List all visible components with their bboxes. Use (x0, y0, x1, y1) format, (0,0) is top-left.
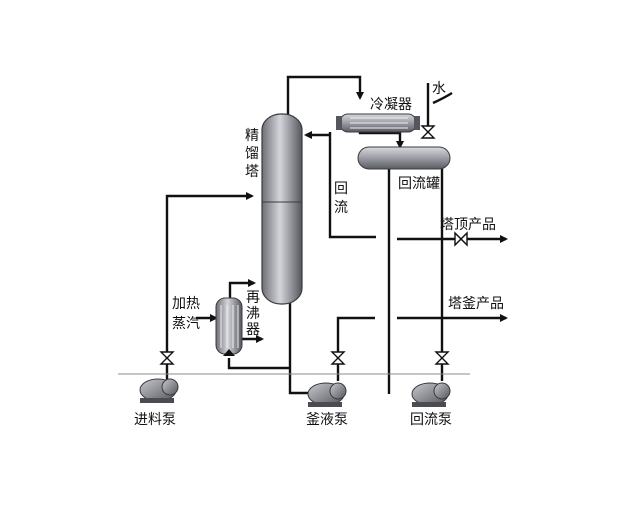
reflux-drum (357, 146, 451, 170)
reflux-label-2: 流 (334, 200, 348, 216)
top-product-label: 塔顶产品 (440, 217, 496, 233)
feed-valve[interactable] (159, 351, 175, 365)
reboiler-return-line (228, 279, 256, 298)
column-label-1: 精 (245, 128, 259, 144)
kettle-pump[interactable] (307, 382, 347, 407)
condenser-label: 冷凝器 (370, 97, 412, 113)
reflux-line (328, 132, 376, 239)
vapor-line (286, 75, 364, 116)
reboiler (215, 297, 243, 356)
feed-pump-label: 进料泵 (134, 412, 176, 428)
cooling-water-return (432, 91, 453, 105)
water-label: 水 (432, 81, 446, 97)
distillation-column (261, 113, 303, 305)
column-label-3: 塔 (245, 164, 259, 180)
column-label-2: 馏 (245, 146, 259, 162)
cooling-water-valve[interactable] (420, 125, 436, 139)
reflux-label-1: 回 (334, 181, 348, 197)
reboiler-label-3: 器 (246, 322, 260, 338)
bottom-product-label: 塔釜产品 (448, 296, 504, 312)
kettle-pump-label: 釜液泵 (306, 412, 348, 428)
column-bottom-line (288, 300, 318, 395)
condenser (336, 113, 420, 133)
kettle-valve[interactable] (330, 351, 346, 365)
reflux-drum-label: 回流罐 (398, 176, 440, 192)
pipework (118, 75, 508, 395)
reflux-pump-valve[interactable] (434, 351, 450, 365)
reboiler-inlet-line (227, 358, 290, 370)
top-product-valve[interactable] (454, 231, 468, 247)
kettle-pump-discharge (336, 316, 375, 381)
heating-steam-label-1: 加热 (172, 296, 200, 312)
reboiler-label-1: 再 (246, 290, 260, 306)
feed-line (165, 192, 254, 380)
reboiler-label-2: 沸 (246, 306, 260, 322)
heating-steam-label-2: 蒸汽 (172, 316, 200, 332)
reflux-pump-label: 回流泵 (410, 412, 452, 428)
feed-pump[interactable] (139, 378, 179, 403)
reflux-pump[interactable] (411, 382, 451, 407)
